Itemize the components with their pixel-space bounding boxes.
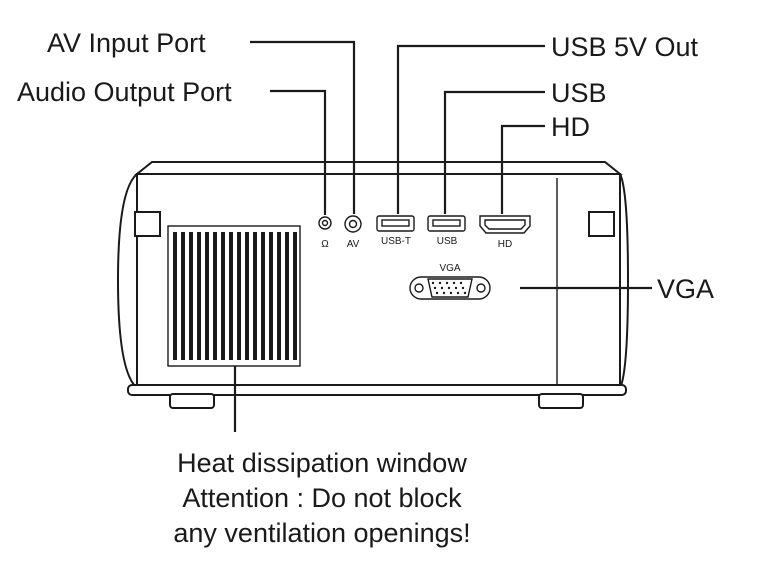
vent-slot [229,232,233,360]
attention-note-line1: Attention : Do not block [182,483,462,513]
vent-slot [277,232,281,360]
vga-port [409,276,491,300]
vent-slot [221,232,225,360]
right-tab [588,211,615,237]
av-input-port [344,215,362,233]
vent-slot [293,232,297,360]
vga-pin [433,286,437,290]
vga-pin [461,286,465,290]
av-port-label: AV [347,239,360,250]
vga-pin [431,281,435,285]
vent-slot [181,232,185,360]
leader-lines [233,40,652,432]
vga-pin [456,291,460,295]
hd-port [479,215,531,234]
vga-pin [454,286,458,290]
attention-note-line2: any ventilation openings! [173,518,470,548]
av-input-port-callout: AV Input Port [47,28,206,58]
usb-callout: USB [551,78,607,108]
usb-t-port [376,215,415,232]
vent-slot [213,232,217,360]
vent-slot [253,232,257,360]
usb-port [427,215,466,232]
usb-5v-out-callout: USB 5V Out [551,32,699,62]
vent-slot [205,232,209,360]
vent-slot [245,232,249,360]
vga-pin [445,281,449,285]
vent-slot [197,232,201,360]
left-tab [134,211,161,237]
left-foot [169,393,215,409]
vga-pin [440,286,444,290]
hd-port-label: HD [498,239,512,250]
heat-dissipation-note: Heat dissipation window [177,448,467,478]
vent-slot [237,232,241,360]
vent-slot [285,232,289,360]
vent-slot [173,232,177,360]
vga-callout: VGA [657,274,714,304]
vga-port-label: VGA [439,263,460,274]
projector-body [116,161,630,409]
hd-callout: HD [551,112,590,142]
vent-slot [189,232,193,360]
audio-output-port [318,216,332,230]
vga-pin [459,281,463,285]
vga-pin [435,291,439,295]
vga-pin [463,291,467,295]
vga-pin [447,286,451,290]
vent-slot [261,232,265,360]
vent-slot [269,232,273,360]
audio-port-symbol: Ω [321,239,329,250]
usb-t-port-label: USB-T [381,236,411,247]
vga-pin [449,291,453,295]
usb-port-label: USB [437,236,458,247]
audio-output-port-callout: Audio Output Port [17,77,232,107]
right-foot [538,393,584,409]
vga-pin [442,291,446,295]
vga-pin [438,281,442,285]
vga-pin [452,281,456,285]
